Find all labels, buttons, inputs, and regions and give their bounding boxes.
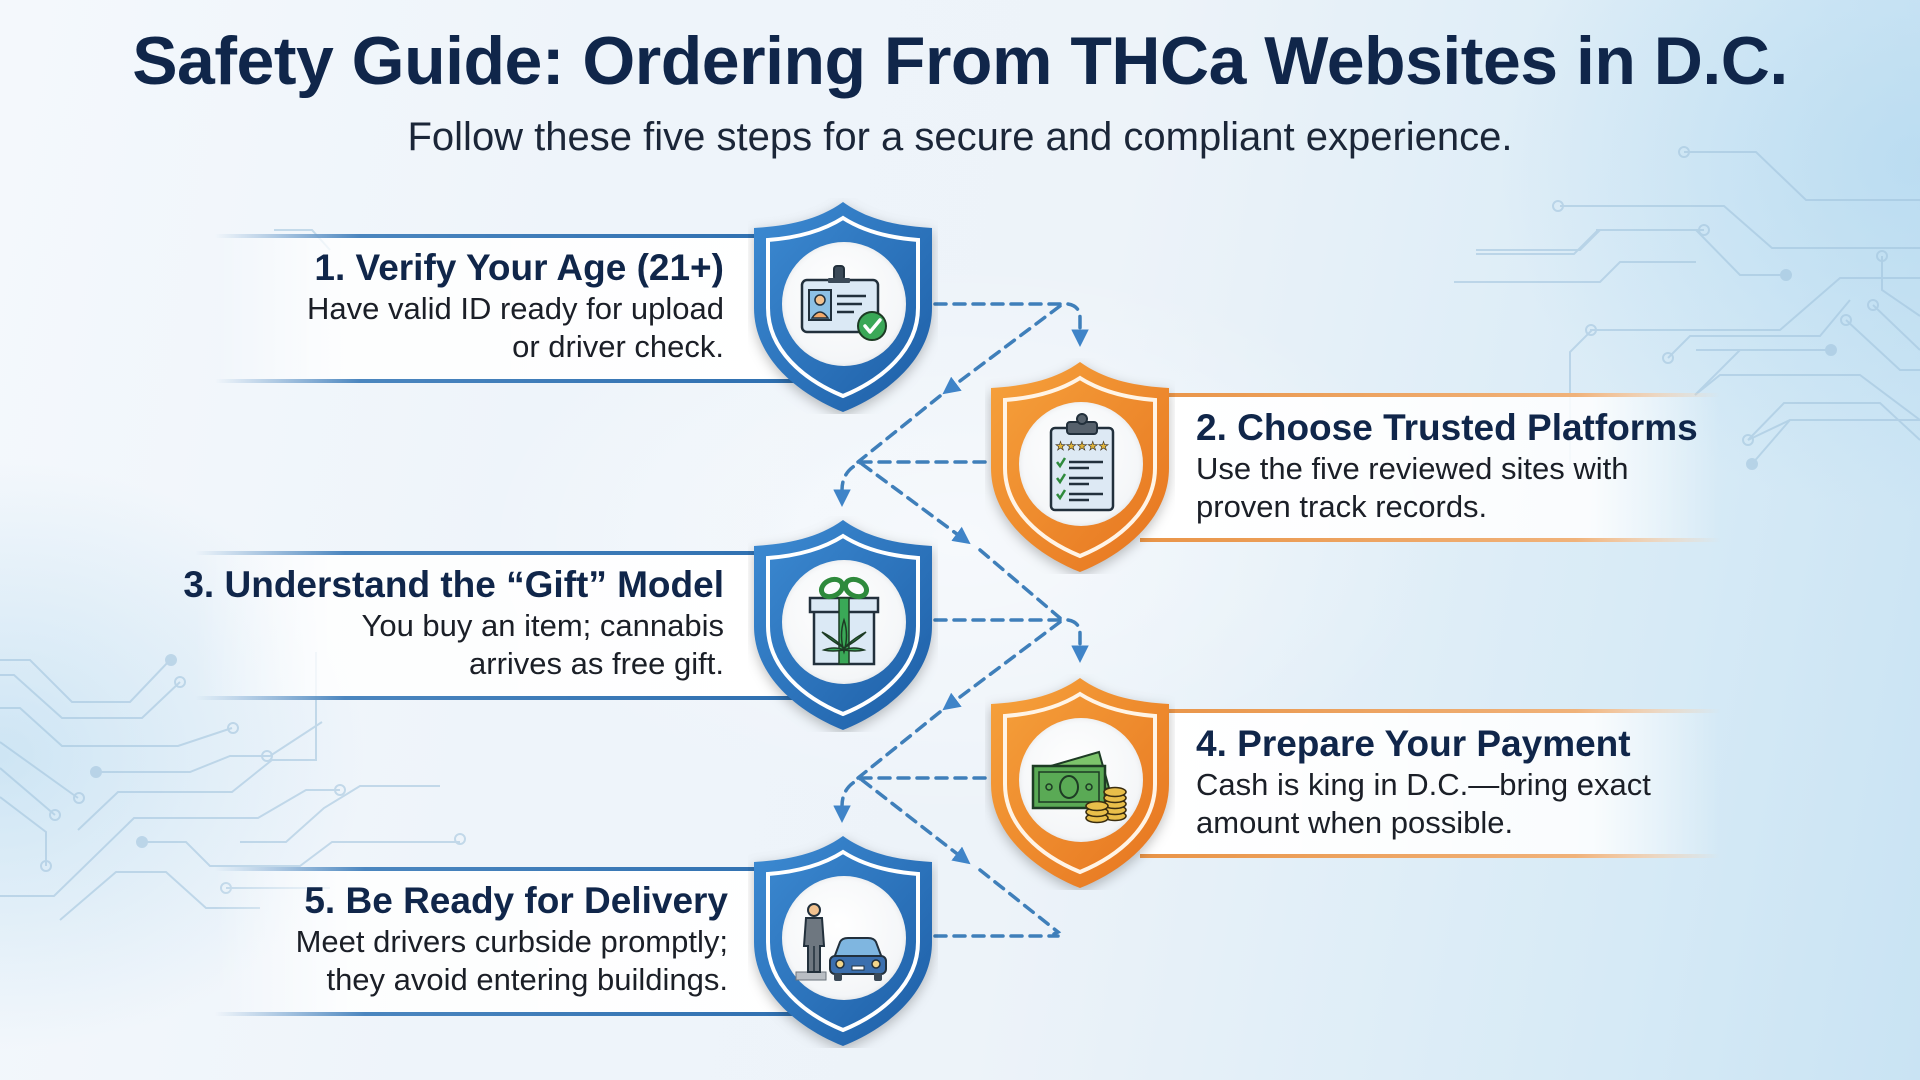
page-title: Safety Guide: Ordering From THCa Website…	[132, 23, 1788, 99]
step-1-title: 1. Verify Your Age (21+)	[314, 247, 724, 288]
page-subtitle: Follow these five steps for a secure and…	[407, 115, 1513, 159]
step-3-shield	[748, 516, 938, 732]
step-3-band	[195, 551, 795, 700]
step-1-band	[215, 234, 795, 383]
svg-text:★★★★★: ★★★★★	[1055, 439, 1109, 453]
step-5-desc-line2: they avoid entering buildings.	[326, 962, 728, 997]
step-2-icon-circle: ★★★★★	[1019, 402, 1143, 526]
step-1-desc-line2: or driver check.	[512, 329, 724, 364]
step-3-desc-line2: arrives as free gift.	[469, 646, 724, 681]
step-2-text: 2. Choose Trusted Platforms Use the five…	[1196, 406, 1756, 526]
step-3-title: 3. Understand the “Gift” Model	[183, 564, 724, 605]
step-4-band	[1140, 709, 1720, 858]
step-5-desc-line1: Meet drivers curbside promptly;	[295, 924, 728, 959]
step-4-icon-circle	[1019, 718, 1143, 842]
step-3-text: 3. Understand the “Gift” Model You buy a…	[164, 563, 724, 683]
step-5-band	[215, 867, 815, 1016]
step-5-title: 5. Be Ready for Delivery	[304, 880, 728, 921]
step-4-desc-line2: amount when possible.	[1196, 805, 1514, 840]
person-car-curbside-icon	[795, 903, 887, 981]
step-2-shield: ★★★★★	[985, 358, 1175, 574]
step-2-band	[1140, 393, 1720, 542]
step-2-desc-line1: Use the five reviewed sites with	[1196, 451, 1629, 486]
step-5-icon-circle	[782, 876, 906, 1000]
cash-coins-icon	[1031, 750, 1127, 824]
step-2-desc-line2: proven track records.	[1196, 489, 1488, 524]
step-1-shield	[748, 198, 938, 414]
step-1-desc-line1: Have valid ID ready for upload	[306, 291, 724, 326]
step-4-desc-line1: Cash is king in D.C.—bring exact	[1196, 767, 1651, 802]
id-card-check-icon	[800, 265, 887, 341]
step-3-icon-circle	[782, 560, 906, 684]
step-2-title: 2. Choose Trusted Platforms	[1196, 407, 1698, 448]
step-5-text: 5. Be Ready for Delivery Meet drivers cu…	[168, 879, 728, 999]
step-1-text: 1. Verify Your Age (21+) Have valid ID r…	[164, 246, 724, 366]
clipboard-rating-icon: ★★★★★	[1049, 413, 1115, 512]
step-1-icon-circle	[782, 242, 906, 366]
step-5-shield	[748, 832, 938, 1048]
gift-cannabis-icon	[808, 576, 880, 666]
step-4-shield	[985, 674, 1175, 890]
step-4-title: 4. Prepare Your Payment	[1196, 723, 1631, 764]
step-3-desc-line1: You buy an item; cannabis	[361, 608, 725, 643]
step-4-text: 4. Prepare Your Payment Cash is king in …	[1196, 722, 1756, 842]
